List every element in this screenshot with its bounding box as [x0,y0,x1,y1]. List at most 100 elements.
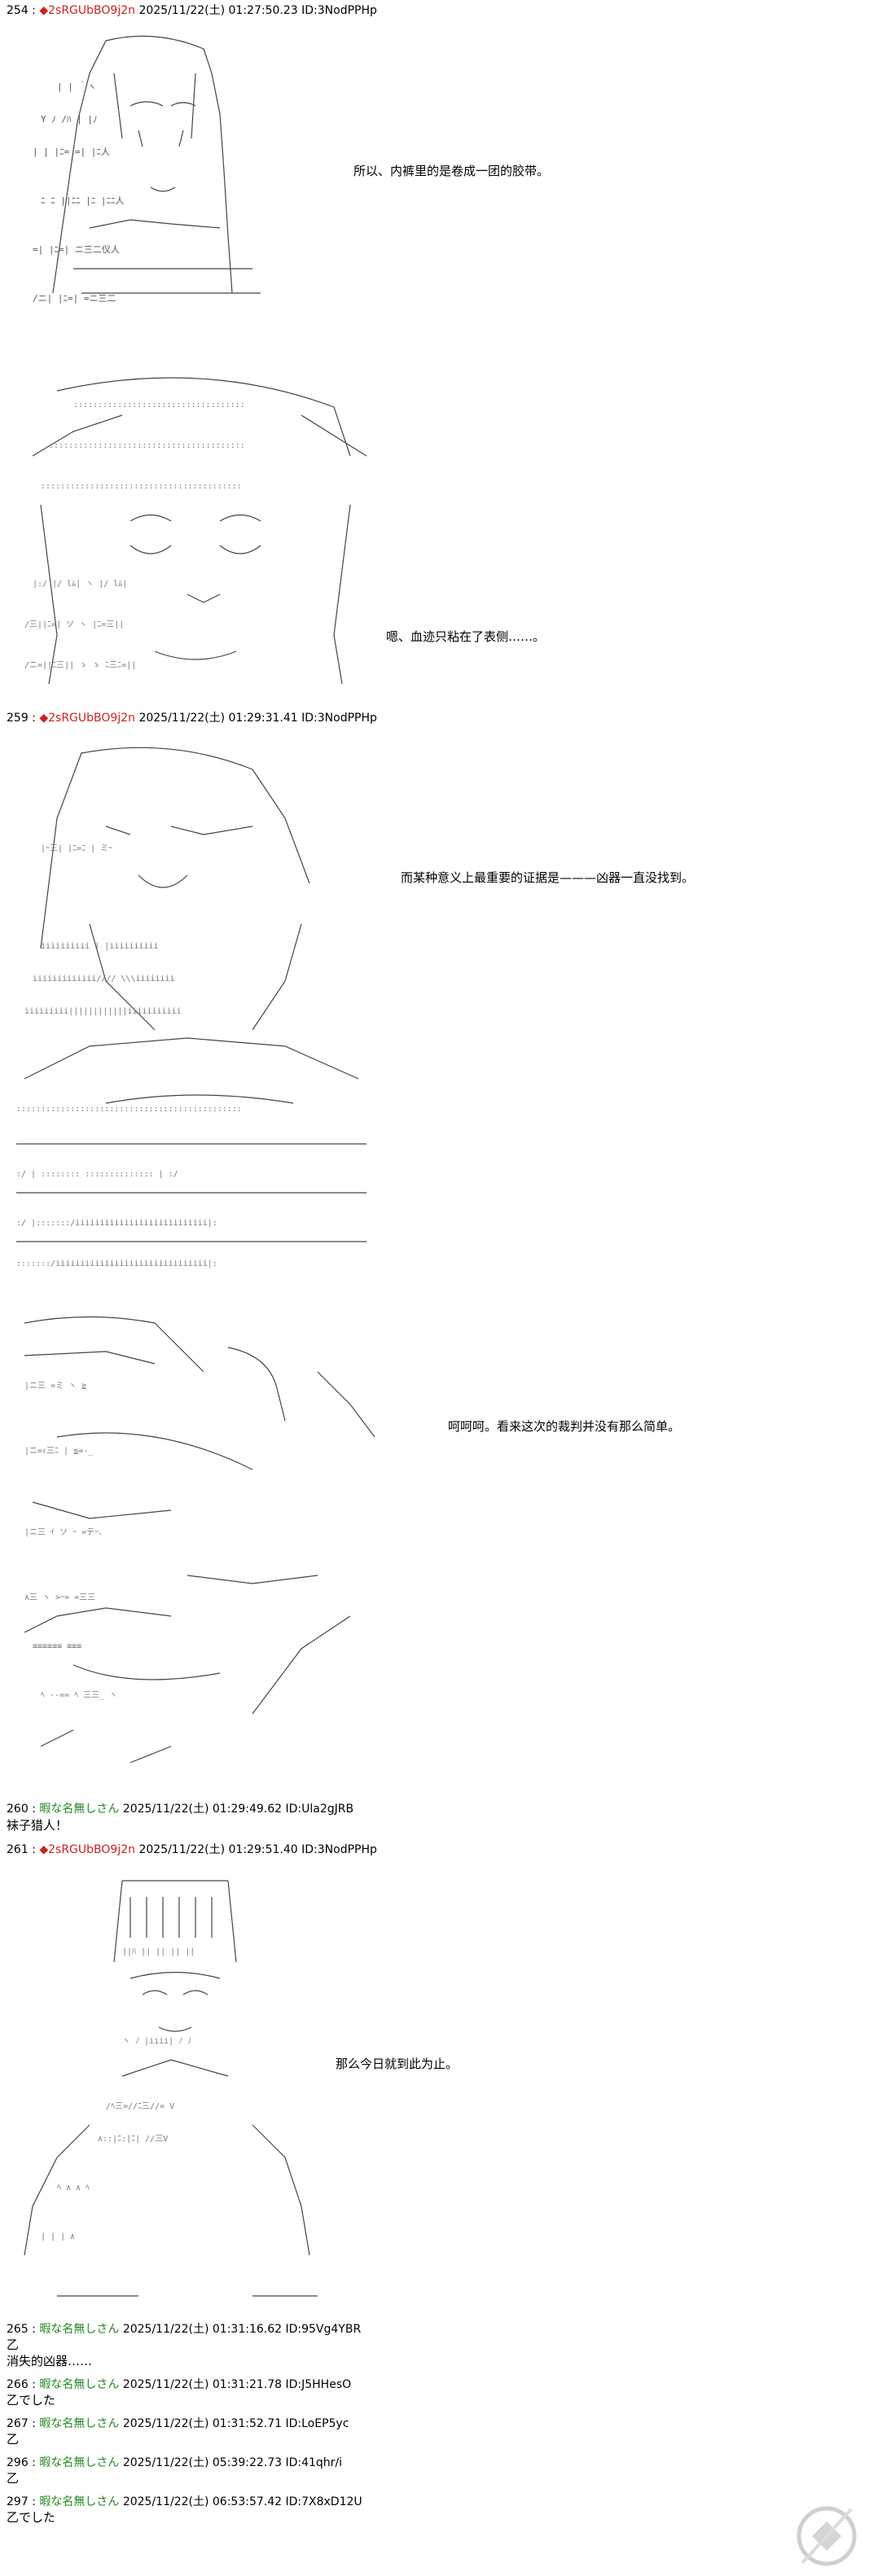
post-date: 2025/11/22(土) 06:53:57.42 [122,2495,283,2508]
post-header-266: 266 : 暇な名無しさん 2025/11/22(土) 01:31:21.78 … [7,2377,351,2392]
svg-text:iiiiiiiiii | |iiiiiiiiii: iiiiiiiiii | |iiiiiiiiii [41,942,159,951]
svg-text:::::::::::::::::::::::::::::::: ::::::::::::::::::::::::::::::::::::::::… [16,1105,242,1114]
post-date: 2025/11/22(土) 05:39:22.73 [122,2456,283,2469]
ascii-art-character-5: ||ﾊ || || || || ヽ ﾉ |iiii| ﾉ ﾉ /ﾍ三=//ﾆ三/… [8,1864,350,2320]
post-date: 2025/11/22(土) 01:29:31.41 [138,712,298,725]
dialogue-line-5: 那么今日就到此为止。 [336,2057,459,2071]
svg-text:iiiiiiiiiiiii//// \\\iiiiiiii: iiiiiiiiiiiii//// \\\iiiiiiii [33,975,175,984]
post-id[interactable]: ID:95Vg4YBR [285,2323,362,2336]
post-author-trip[interactable]: ◆2sRGUbBO9j2n [39,1843,135,1856]
post-separator: : [28,2323,40,2336]
svg-text:|ニ三 ｲ ソ ｰ =テｰ、: |ニ三 ｲ ソ ｰ =テｰ、 [24,1528,107,1537]
svg-text:/三||ﾆ=| ソ ヽ |ﾆ=三||: /三||ﾆ=| ソ ヽ |ﾆ=三|| [24,620,124,629]
svg-text:::::::::::::::::::::::::::::::: ::::::::::::::::::::::::::::::::::: [73,401,245,410]
svg-text:≡≡≡≡≡≡ ≡≡≡: ≡≡≡≡≡≡ ≡≡≡ [33,1642,81,1651]
post-date: 2025/11/22(土) 01:31:16.62 [122,2323,283,2336]
post-author-name[interactable]: 暇な名無しさん [39,1803,120,1816]
post-separator: : [28,4,40,17]
post-id[interactable]: ID:41qhr/i [285,2456,343,2469]
post-body-267: 乙 [7,2432,20,2447]
ascii-art-character-1: | | ｀ヽ Y ﾉ /ﾊ | |ﾉ | | |ﾆ= =| |ﾆ人 ﾆ ﾆ ||… [8,24,318,326]
dialogue-line-4: 呵呵呵。看来这次的裁判并没有那么简单。 [448,1419,681,1434]
svg-text:|ニ=ｨ三ﾆ | ≦=-_: |ニ=ｨ三ﾆ | ≦=-_ [24,1447,94,1456]
svg-text::/ | :::::::: :::::::::::::: :/ | :::::::: :::::::::::::: | :/ [16,1170,178,1179]
post-header-254: 254 : ◆2sRGUbBO9j2n 2025/11/22(土) 01:27:… [7,3,377,18]
svg-text:|ｰ三| |ﾆ=ﾆ | ミｰ: |ｰ三| |ﾆ=ﾆ | ミｰ [41,844,112,853]
post-number[interactable]: 261 [7,1843,29,1856]
dialogue-line-1: 所以、内裤里的是卷成一团的胶带。 [353,164,550,178]
post-id[interactable]: ID:7X8xD12U [285,2495,362,2508]
post-number[interactable]: 260 [7,1803,29,1816]
post-id[interactable]: ID:3NodPPHp [301,4,377,17]
post-number[interactable]: 254 [7,4,29,17]
post-header-259: 259 : ◆2sRGUbBO9j2n 2025/11/22(土) 01:29:… [7,711,377,725]
ascii-art-character-2: ::::::::::::::::::::::::::::::::::: ::::… [8,358,391,700]
svg-text:::::::::::::::::::::::::::::::: ::::::::::::::::::::::::::::::::::::::::… [41,482,242,491]
post-separator: : [28,2378,40,2391]
svg-text:ﾆ ﾆ ||ﾆﾆ |ﾆ |ﾆﾆ人: ﾆ ﾆ ||ﾆﾆ |ﾆ |ﾆﾆ人 [41,195,124,206]
post-separator: : [28,1803,40,1816]
svg-text:=| |ﾆ=| ニ三二仪人: =| |ﾆ=| ニ三二仪人 [33,244,120,255]
post-separator: : [28,1843,40,1856]
dialogue-line-3: 而某种意义上最重要的证据是———凶器一直没找到。 [401,870,695,885]
ascii-art-character-4: |ニ三 =ミ ヽ ≧ |ニ=ｨ三ﾆ | ≦=-_ |ニ三 ｲ ソ ｰ =テｰ、 … [8,1307,415,1795]
post-author-name[interactable]: 暇な名無しさん [39,2378,120,2391]
post-author-name[interactable]: 暇な名無しさん [39,2495,120,2508]
post-body-265-line2: 消失的凶器…… [7,2354,93,2368]
svg-text:Y ﾉ /ﾊ | |ﾉ: Y ﾉ /ﾊ | |ﾉ [41,114,97,125]
site-watermark-logo-icon [786,2499,867,2573]
post-separator: : [28,2417,40,2430]
post-number[interactable]: 267 [7,2417,29,2430]
post-number[interactable]: 265 [7,2323,29,2336]
svg-text:|:/ |/ lﾑ| ヽ |/ lﾑ|: |:/ |/ lﾑ| ヽ |/ lﾑ| [33,580,127,589]
post-date: 2025/11/22(土) 01:29:51.40 [138,1843,298,1856]
dialogue-line-2: 嗯、血迹只粘在了表侧……。 [386,629,546,644]
post-header-260: 260 : 暇な名無しさん 2025/11/22(土) 01:29:49.62 … [7,1802,353,1816]
post-body-265-line1: 乙 [7,2337,20,2352]
svg-text:/ニ=||ﾆ三|| ゝ ゝ ﾆ三ﾆ=||: /ニ=||ﾆ三|| ゝ ゝ ﾆ三ﾆ=|| [24,661,136,670]
post-header-296: 296 : 暇な名無しさん 2025/11/22(土) 05:39:22.73 … [7,2456,342,2470]
svg-text:ﾍ --== ﾍ 三三_ ヽ: ﾍ --== ﾍ 三三_ ヽ [41,1691,117,1700]
svg-text::::::::/iiiiiiiiiiiiiiiiiiiiii: :::::::/iiiiiiiiiiiiiiiiiiiiiiiiiiiiiii|… [16,1260,217,1268]
post-date: 2025/11/22(土) 01:29:49.62 [122,1803,283,1816]
post-id[interactable]: ID:3NodPPHp [301,1843,377,1856]
post-body-297: 乙でした [7,2510,56,2525]
svg-text:||ﾊ || || || ||: ||ﾊ || || || || [122,1947,195,1956]
post-body-266: 乙でした [7,2393,56,2407]
post-number[interactable]: 297 [7,2495,29,2508]
post-author-trip[interactable]: ◆2sRGUbBO9j2n [39,712,135,725]
svg-text:∧::|ﾆ:|ﾆ| //三V: ∧::|ﾆ:|ﾆ| //三V [98,2135,168,2144]
post-number[interactable]: 266 [7,2378,29,2391]
svg-text:iiiiiiiii||||||||||||iiiiiiiii: iiiiiiiii||||||||||||iiiiiiiiiii [24,1007,182,1016]
post-number[interactable]: 296 [7,2456,29,2469]
post-id[interactable]: ID:J5HHesO [285,2378,352,2391]
post-author-name[interactable]: 暇な名無しさん [39,2417,120,2430]
post-header-297: 297 : 暇な名無しさん 2025/11/22(土) 06:53:57.42 … [7,2495,362,2509]
svg-text:| | |ﾆ= =| |ﾆ人: | | |ﾆ= =| |ﾆ人 [33,147,110,157]
svg-text::/ |:::::::/iiiiiiiiiiiiiiiiii: :/ |:::::::/iiiiiiiiiiiiiiiiiiiiiiiiiii|… [16,1219,217,1228]
svg-text:ヽ ﾉ |iiii| ﾉ ﾉ: ヽ ﾉ |iiii| ﾉ ﾉ [122,2037,191,2046]
post-body-260: 袜子猎人！ [7,1818,68,1833]
post-id[interactable]: ID:LoEP5yc [285,2417,349,2430]
post-number[interactable]: 259 [7,712,29,725]
svg-text:| | | ∧: | | | ∧ [41,2232,75,2241]
post-author-name[interactable]: 暇な名無しさん [39,2323,120,2336]
post-body-296: 乙 [7,2471,20,2486]
post-header-261: 261 : ◆2sRGUbBO9j2n 2025/11/22(土) 01:29:… [7,1842,377,1857]
ascii-art-character-3: |ｰ三| |ﾆ=ﾆ | ミｰ iiiiiiiiii | |iiiiiiiiii … [8,737,383,1278]
post-header-267: 267 : 暇な名無しさん 2025/11/22(土) 01:31:52.71 … [7,2416,349,2431]
svg-text:/ﾍ三=//ﾆ三//= V: /ﾍ三=//ﾆ三//= V [106,2102,174,2111]
post-date: 2025/11/22(土) 01:31:21.78 [122,2378,283,2391]
post-header-265: 265 : 暇な名無しさん 2025/11/22(土) 01:31:16.62 … [7,2322,361,2337]
svg-text:∧三 ヽ >ｰ= =三三: ∧三 ヽ >ｰ= =三三 [24,1593,95,1602]
post-separator: : [28,2495,40,2508]
post-separator: : [28,712,40,725]
post-author-name[interactable]: 暇な名無しさん [39,2456,120,2469]
svg-text:ﾍ ∧ ∧ ﾍ: ﾍ ∧ ∧ ﾍ [57,2184,90,2193]
post-id[interactable]: ID:Ula2gJRB [285,1803,354,1816]
post-id[interactable]: ID:3NodPPHp [301,712,377,725]
svg-text:|ニ三 =ミ ヽ ≧: |ニ三 =ミ ヽ ≧ [24,1382,86,1391]
svg-text:/ニ| |ﾆ=| =ニ三二: /ニ| |ﾆ=| =ニ三二 [33,293,116,304]
post-author-trip[interactable]: ◆2sRGUbBO9j2n [39,4,135,17]
post-separator: : [28,2456,40,2469]
